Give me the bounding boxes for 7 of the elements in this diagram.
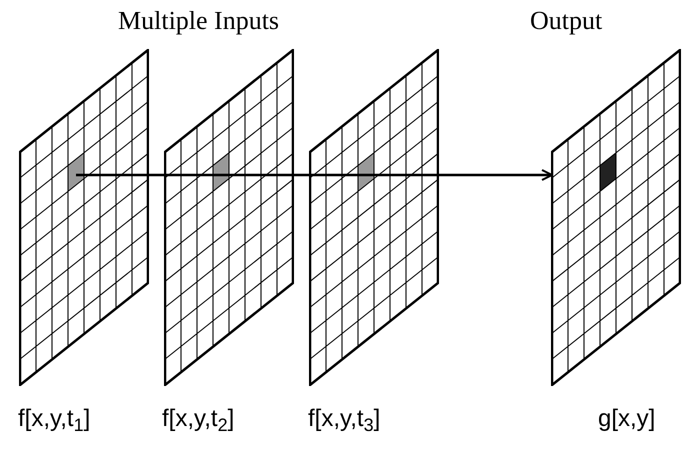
arrow xyxy=(366,169,553,181)
heading: Multiple Inputs xyxy=(118,5,280,37)
function-label: g[x,y] xyxy=(598,404,656,434)
heading: Output xyxy=(530,5,602,37)
function-label: f[x,y,t$_{3}$] xyxy=(308,404,380,434)
function-label: f[x,y,t$_{1}$] xyxy=(18,404,90,434)
function-label: f[x,y,t$_{2}$] xyxy=(162,404,234,434)
